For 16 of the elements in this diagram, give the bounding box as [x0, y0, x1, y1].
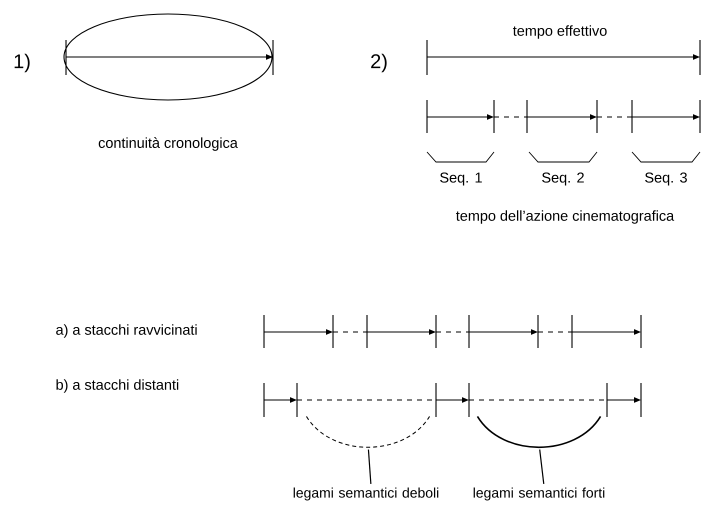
sequence-label: Seq. 3	[645, 172, 687, 186]
caption-text: tempo dell’azione cinematografica	[456, 210, 674, 224]
caption-text: continuità cronologica	[98, 137, 238, 151]
row-label: b) a stacchi distanti	[56, 379, 178, 393]
row-label: a) a stacchi ravvicinati	[56, 324, 197, 338]
solid-arc	[476, 416, 602, 448]
leader-line	[539, 449, 544, 484]
dashed-arc	[306, 416, 430, 448]
sequence-label: Seq. 1	[440, 172, 482, 186]
caption-text: tempo effettivo	[512, 25, 607, 39]
caption-text: legami semantici forti	[474, 488, 604, 500]
leader-line	[368, 449, 372, 484]
sequence-label: Seq. 2	[542, 172, 584, 186]
section-number: 1)	[14, 54, 30, 72]
caption-text: legami semantici deboli	[294, 488, 438, 500]
section-number: 2)	[371, 54, 387, 72]
